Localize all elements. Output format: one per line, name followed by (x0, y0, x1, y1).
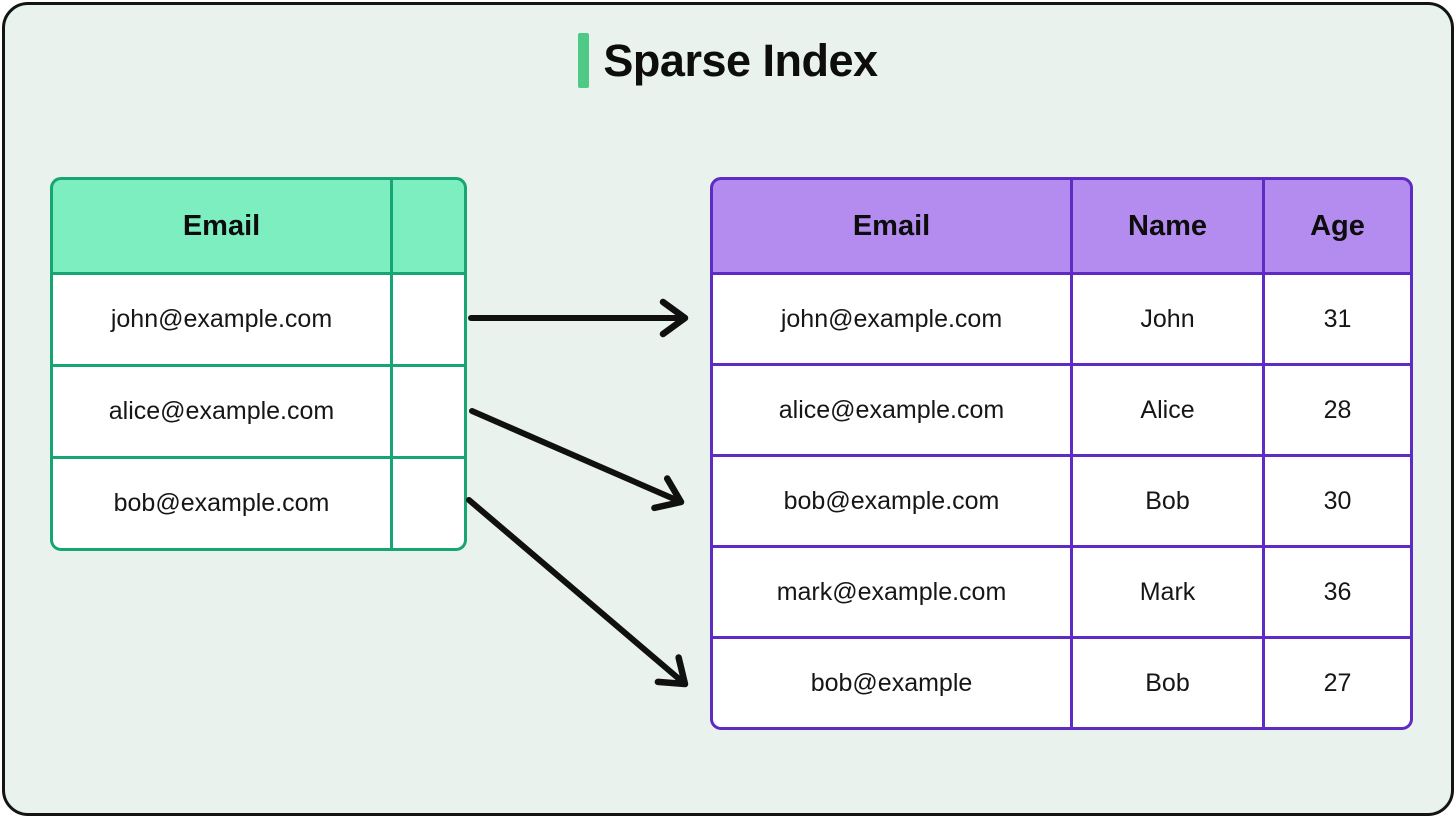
index-row-email: bob@example.com (53, 459, 390, 548)
data-table: Email Name Age john@example.com John 31 … (710, 177, 1413, 730)
index-row-pointer-cell (393, 459, 464, 548)
data-cell-email: john@example.com (713, 275, 1070, 363)
index-row-email: alice@example.com (53, 367, 390, 456)
page-title: Sparse Index (603, 34, 878, 86)
index-table: Email john@example.com alice@example.com… (50, 177, 467, 551)
index-header-pointer (393, 180, 464, 272)
index-header-email: Email (53, 180, 390, 272)
data-cell-age: 30 (1265, 457, 1410, 545)
index-row-pointer-cell (393, 367, 464, 456)
arrow-alice-to-row3 (469, 408, 685, 512)
data-cell-email: mark@example.com (713, 548, 1070, 636)
data-cell-name: John (1073, 275, 1262, 363)
data-cell-email: alice@example.com (713, 366, 1070, 454)
title-accent-bar (578, 33, 590, 88)
data-cell-age: 28 (1265, 366, 1410, 454)
index-row-pointer-cell (393, 275, 464, 364)
data-header-age: Age (1265, 180, 1410, 272)
diagram-title: Sparse Index (5, 33, 1451, 88)
data-cell-name: Bob (1073, 639, 1262, 727)
index-row-email: john@example.com (53, 275, 390, 364)
data-cell-name: Bob (1073, 457, 1262, 545)
data-cell-name: Mark (1073, 548, 1262, 636)
arrow-bob-to-row5 (466, 497, 689, 688)
data-cell-name: Alice (1073, 366, 1262, 454)
data-header-name: Name (1073, 180, 1262, 272)
data-cell-age: 27 (1265, 639, 1410, 727)
data-cell-email: bob@example.com (713, 457, 1070, 545)
data-cell-age: 31 (1265, 275, 1410, 363)
data-cell-age: 36 (1265, 548, 1410, 636)
data-cell-email: bob@example (713, 639, 1070, 727)
data-header-email: Email (713, 180, 1070, 272)
